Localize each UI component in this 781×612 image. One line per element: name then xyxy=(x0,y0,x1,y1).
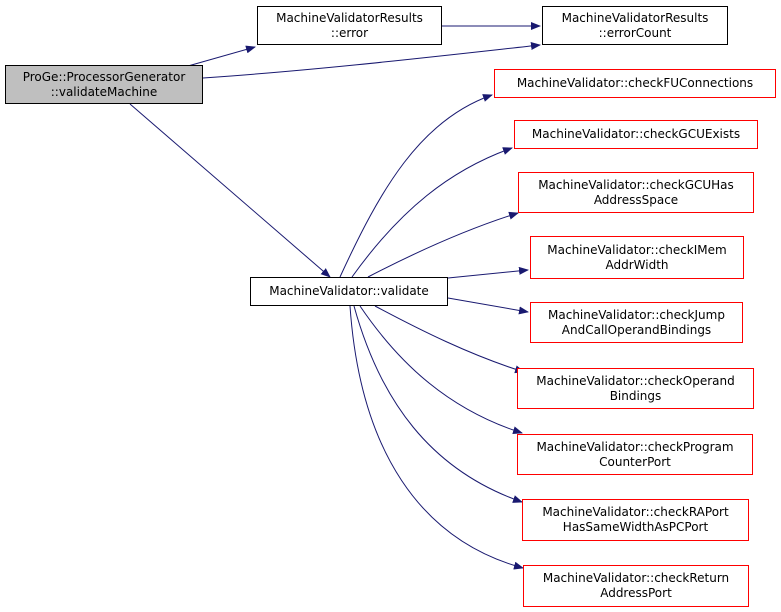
edge-validate-to-checkgcuexists xyxy=(351,147,513,278)
node-check-imem-addr-width-line1: MachineValidator::checkIMem xyxy=(547,242,727,257)
node-check-fu-connections[interactable]: MachineValidator::checkFUConnections xyxy=(494,69,776,98)
node-check-return-address-port[interactable]: MachineValidator::checkReturn AddressPor… xyxy=(523,565,749,607)
node-check-gcu-exists[interactable]: MachineValidator::checkGCUExists xyxy=(514,120,758,149)
node-results-errorcount-line1: MachineValidatorResults xyxy=(561,10,709,25)
edge-validatemachine-to-error xyxy=(187,45,256,67)
node-results-error-line1: MachineValidatorResults xyxy=(276,10,423,25)
node-check-ra-port-line2: HasSameWidthAsPCPort xyxy=(562,520,709,534)
node-check-program-counter-port[interactable]: MachineValidator::checkProgram CounterPo… xyxy=(517,434,753,475)
node-check-ra-port-line1: MachineValidator::checkRAPort xyxy=(542,505,729,519)
edge-validatemachine-to-validate xyxy=(129,103,331,278)
edge-validate-to-checkreturnaddressport xyxy=(349,305,524,570)
node-results-error-line2: ::error xyxy=(330,25,369,40)
node-check-ra-port-has-same-width[interactable]: MachineValidator::checkRAPort HasSameWid… xyxy=(522,499,749,541)
node-check-imem-addr-width[interactable]: MachineValidator::checkIMem AddrWidth xyxy=(530,236,744,279)
node-results-error[interactable]: MachineValidatorResults ::error xyxy=(257,6,442,45)
node-validate[interactable]: MachineValidator::validate xyxy=(250,277,448,306)
edge-validate-to-checkimemaddrwidth xyxy=(447,266,529,279)
node-results-errorcount[interactable]: MachineValidatorResults ::errorCount xyxy=(542,6,728,45)
node-check-gcu-has-address-space-line2: AddressSpace xyxy=(593,192,679,207)
node-check-gcu-exists-label: MachineValidator::checkGCUExists xyxy=(531,127,741,141)
edge-validate-to-checkfuconnections xyxy=(339,94,493,278)
node-check-jump-and-call-operand-bindings[interactable]: MachineValidator::checkJump AndCallOpera… xyxy=(530,302,743,343)
node-check-imem-addr-width-line2: AddrWidth xyxy=(605,257,669,272)
edge-validate-to-checkjump xyxy=(447,297,529,315)
node-validate-machine-line1: ProGe::ProcessorGenerator xyxy=(22,69,186,84)
node-validate-label: MachineValidator::validate xyxy=(269,284,429,298)
edge-validate-to-checkraport xyxy=(353,305,523,503)
edge-validate-to-checkoperandbindings xyxy=(374,305,525,374)
node-check-return-address-port-line2: AddressPort xyxy=(600,586,672,600)
node-check-program-counter-port-line1: MachineValidator::checkProgram xyxy=(536,439,734,454)
node-validate-machine-line2: ::validateMachine xyxy=(50,84,158,99)
node-check-gcu-has-address-space[interactable]: MachineValidator::checkGCUHas AddressSpa… xyxy=(518,172,754,213)
node-check-return-address-port-line1: MachineValidator::checkReturn xyxy=(542,571,730,585)
node-check-fu-connections-label: MachineValidator::checkFUConnections xyxy=(516,76,754,90)
edge-validatemachine-to-errorcount xyxy=(202,42,541,79)
edge-validate-to-checkprogramcounterport xyxy=(359,305,523,435)
node-check-operand-bindings-line1: MachineValidator::checkOperand xyxy=(536,373,735,388)
node-check-jump-and-call-line1: MachineValidator::checkJump xyxy=(548,307,725,322)
node-validate-machine: ProGe::ProcessorGenerator ::validateMach… xyxy=(5,65,203,104)
node-check-operand-bindings-line2: Bindings xyxy=(609,388,662,403)
node-results-errorcount-line2: ::errorCount xyxy=(598,25,672,40)
node-check-jump-and-call-line2: AndCallOperandBindings xyxy=(561,322,712,337)
node-check-gcu-has-address-space-line1: MachineValidator::checkGCUHas xyxy=(538,177,734,192)
node-check-program-counter-port-line2: CounterPort xyxy=(599,454,671,469)
edge-validate-to-checkgcuhasaddressspace xyxy=(367,211,519,278)
node-check-operand-bindings[interactable]: MachineValidator::checkOperand Bindings xyxy=(517,368,754,409)
